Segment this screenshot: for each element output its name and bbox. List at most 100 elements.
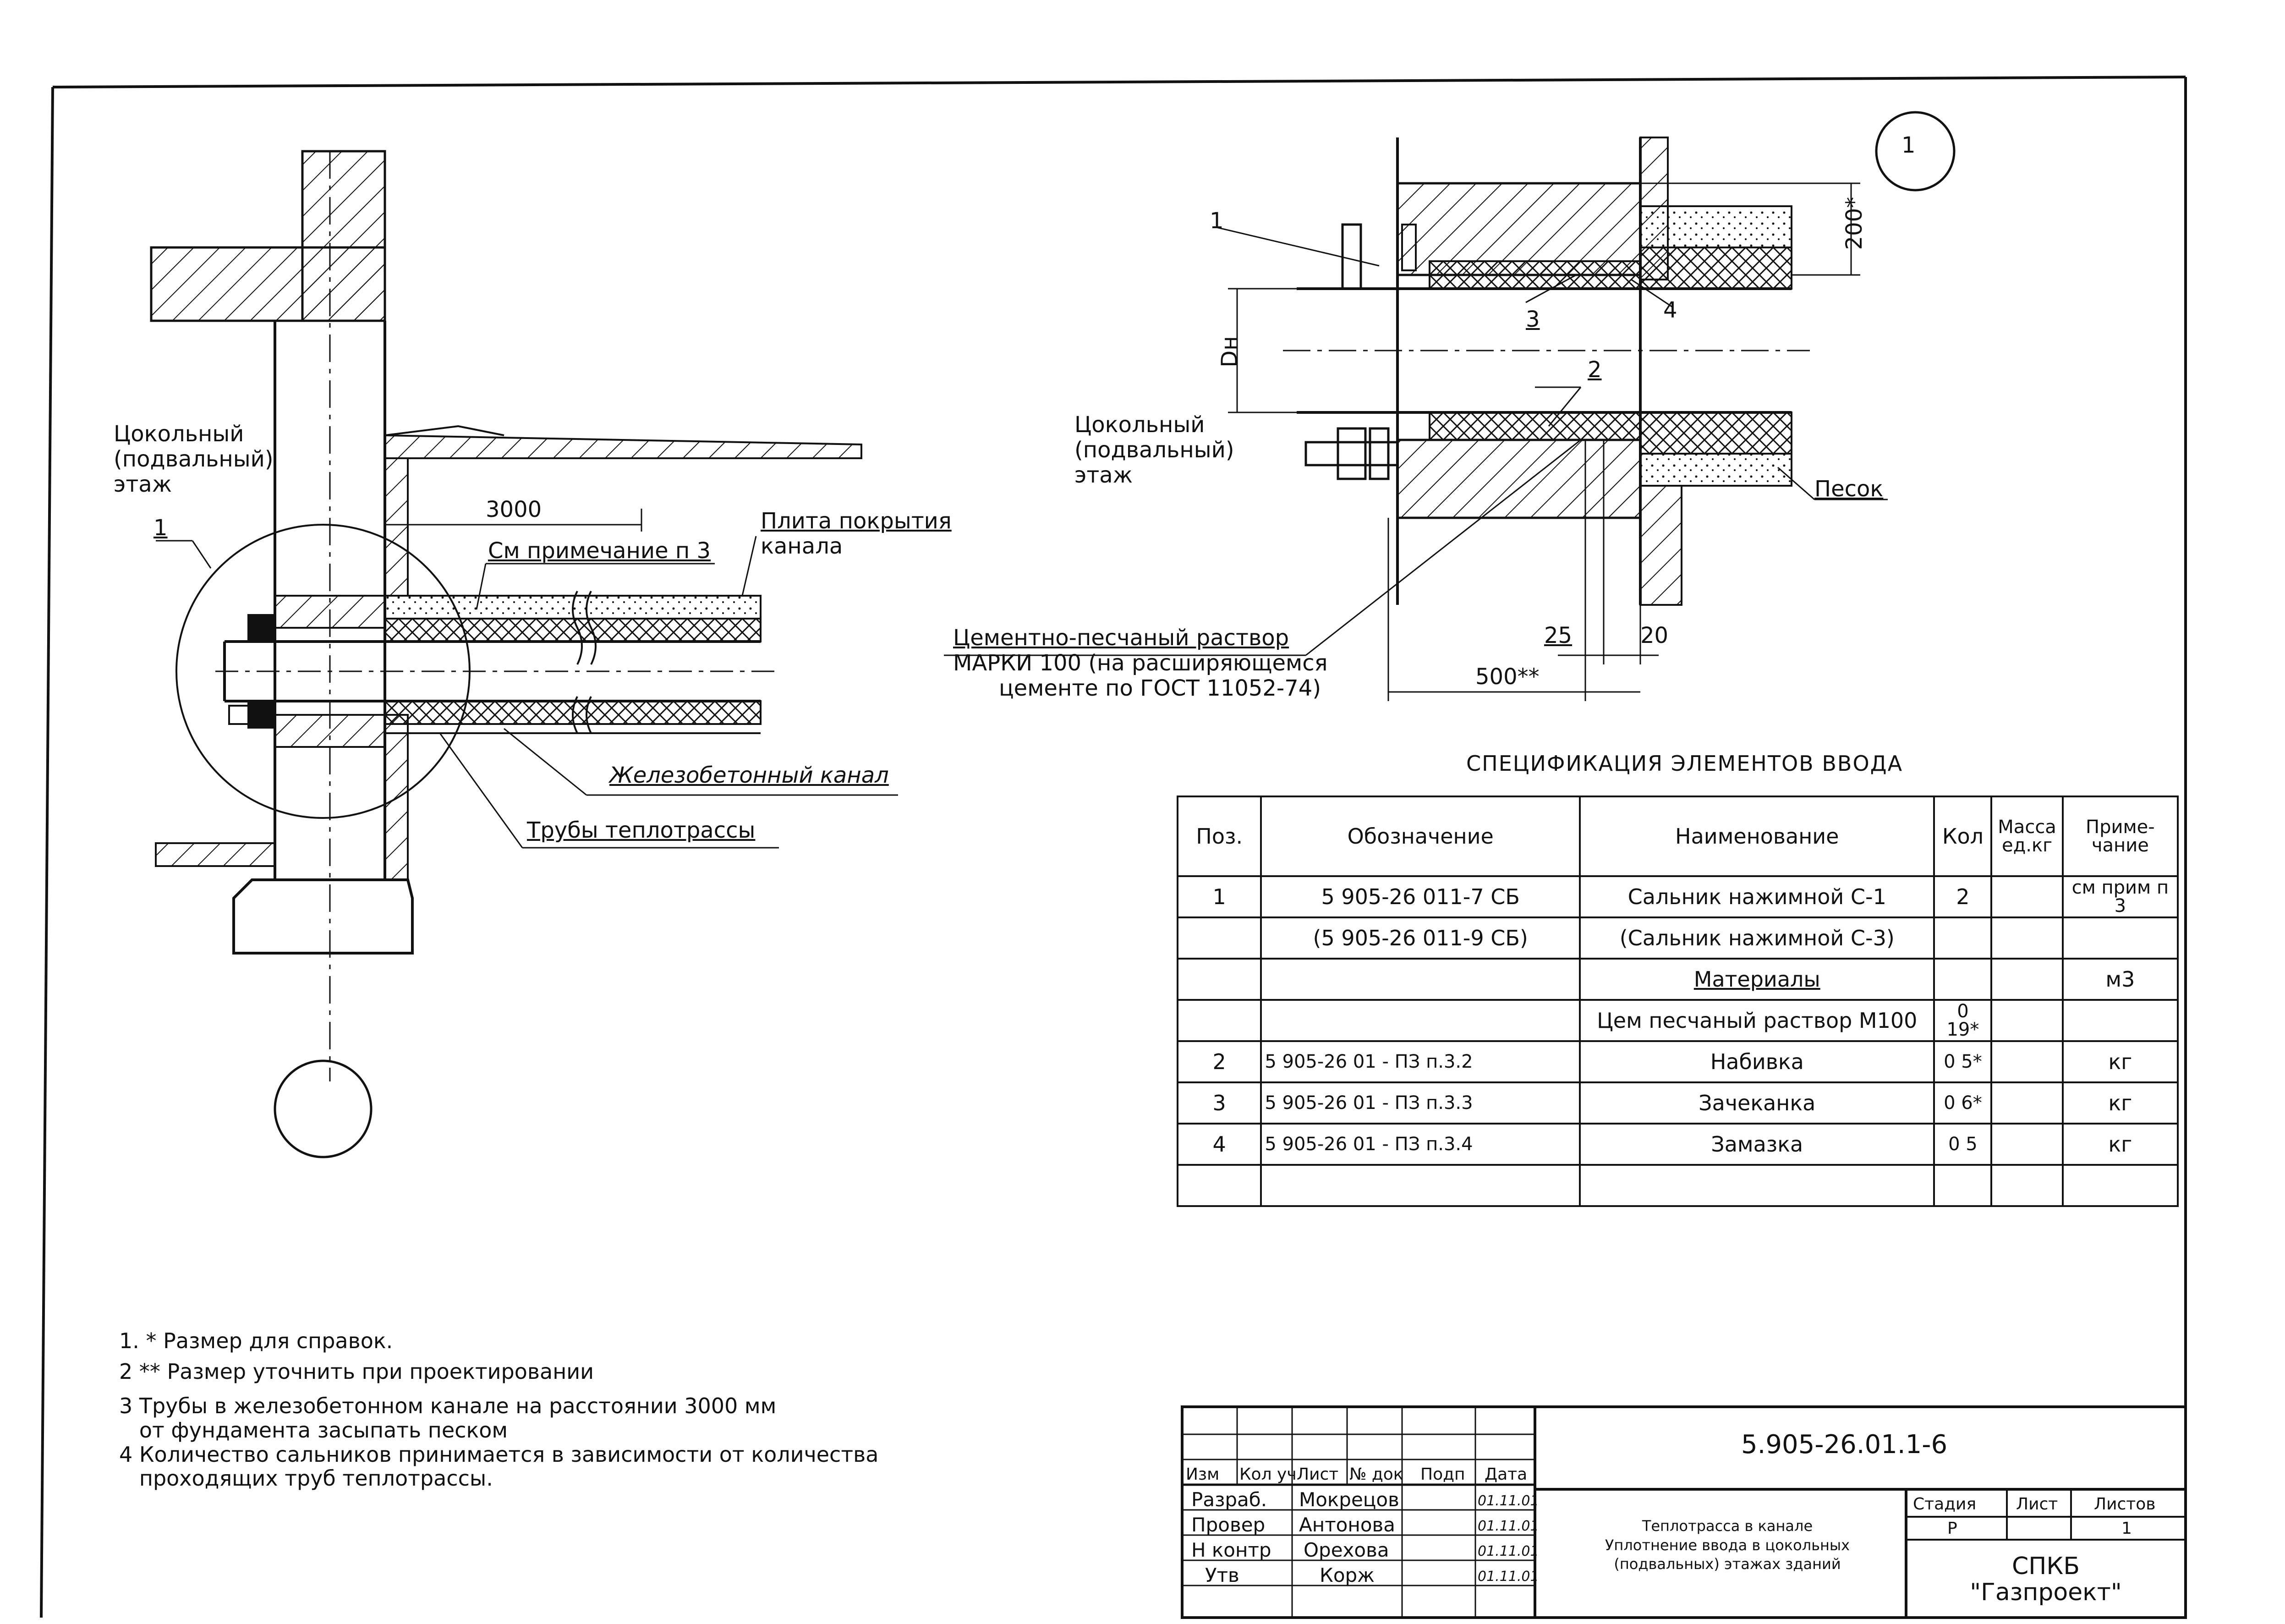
right-pos-1: 1: [1210, 208, 1224, 234]
note-line: 3 Трубы в железобетонном канале на расст…: [119, 1393, 777, 1418]
spec-cell: [1990, 875, 2064, 918]
spec-cell: м3: [2061, 958, 2179, 1001]
spec-cell: [1990, 916, 2064, 960]
spec-row: Цем песчаный раствор М100 0 19*: [1176, 999, 2179, 1042]
note-line: 2 ** Размер уточнить при проектировании: [119, 1359, 594, 1384]
spec-row: 3 5 905-26 01 - ПЗ п.3.3 Зачеканка 0 6* …: [1176, 1081, 2179, 1125]
spec-cell: [2061, 1164, 2179, 1207]
spec-cell: [1933, 1164, 1993, 1207]
stamp-name: Мокрецов: [1299, 1488, 1399, 1511]
spec-cell: Замазка: [1579, 1123, 1935, 1166]
spec-cell: Материалы: [1579, 958, 1935, 1001]
spec-cell: [1990, 1164, 2064, 1207]
stamp-role: Утв: [1205, 1564, 1239, 1586]
right-mortar-label: Цементно-песчаный раствор МАРКИ 100 (на …: [953, 625, 1328, 702]
sheet-frame: [40, 76, 2187, 1618]
stamp-date: 01.11.01: [1478, 1569, 1539, 1585]
stamp-org: СПКБ "Газпроект": [1970, 1553, 2122, 1607]
spec-header-cell: Масса ед.кг: [1990, 796, 2064, 877]
spec-cell: [1260, 999, 1581, 1042]
spec-cell: 5 905-26 01 - ПЗ п.3.4: [1260, 1123, 1581, 1166]
left-pipes-label: Трубы теплотрассы: [527, 817, 756, 843]
left-channel-label: Железобетонный канал: [609, 763, 889, 788]
spec-cell: [1176, 1164, 1262, 1207]
spec-cell: Набивка: [1579, 1040, 1935, 1083]
note-line: 4 Количество сальников принимается в зав…: [119, 1442, 879, 1467]
spec-cell: 5 905-26 01 - ПЗ п.3.3: [1260, 1081, 1581, 1125]
spec-cell: [2061, 999, 2179, 1042]
note-line: от фундамента засыпать песком: [119, 1417, 508, 1443]
left-dim-3000: 3000: [486, 497, 542, 522]
spec-cell: см прим п 3: [2061, 875, 2179, 918]
spec-row: 2 5 905-26 01 - ПЗ п.3.2 Набивка 0 5* кг: [1176, 1040, 2179, 1083]
right-sand-label: Песок: [1814, 476, 1884, 502]
spec-row: [1176, 1164, 2179, 1207]
spec-title: СПЕЦИФИКАЦИЯ ЭЛЕМЕНТОВ ВВОДА: [1466, 751, 1903, 776]
spec-cell: Зачеканка: [1579, 1081, 1935, 1125]
title-block-lines: [1181, 1405, 2187, 1619]
right-dim-200: 200*: [1841, 197, 1868, 250]
spec-cell: кг: [2061, 1040, 2179, 1083]
spec-cell: кг: [2061, 1123, 2179, 1166]
left-floor-label: Цокольный (подвальный) этаж: [114, 421, 274, 498]
spec-header-cell: Приме-чание: [2061, 796, 2179, 877]
stamp-name: Антонова: [1299, 1514, 1395, 1536]
spec-cell: 0 5: [1933, 1123, 1993, 1166]
spec-row: Материалы м3: [1176, 958, 2179, 1001]
spec-cell: 2: [1933, 875, 1993, 918]
spec-header-cell: Наименование: [1579, 796, 1935, 877]
right-dim-20: 20: [1640, 623, 1669, 648]
spec-cell: кг: [2061, 1081, 2179, 1125]
doc-code: 5.905-26.01.1-6: [1741, 1430, 1948, 1459]
spec-cell: [1176, 958, 1262, 1001]
spec-header-cell: Обозначение: [1260, 796, 1581, 877]
spec-cell: [2061, 916, 2179, 960]
stamp-date: 01.11.01: [1478, 1518, 1539, 1534]
right-pos-2: 2: [1588, 357, 1602, 383]
stamp-name: Орехова: [1304, 1539, 1389, 1561]
stamp-role: Н контр: [1191, 1539, 1271, 1561]
spec-cell: (Сальник нажимной С-3): [1579, 916, 1935, 960]
right-dim-500: 500**: [1475, 664, 1540, 690]
left-see-note: См примечание п 3: [488, 538, 711, 564]
stamp-stage-header: Стадия: [1913, 1495, 1977, 1514]
notes-block: 1. * Размер для справок. 2 ** Размер уто…: [119, 1329, 878, 1491]
spec-cell: Сальник нажимной С-1: [1579, 875, 1935, 918]
stamp-role: Провер: [1191, 1514, 1266, 1536]
spec-cell: (5 905-26 011-9 СБ): [1260, 916, 1581, 960]
spec-cell: 2: [1176, 1040, 1262, 1083]
stamp-col-doc: № док: [1349, 1465, 1403, 1484]
spec-row: 4 5 905-26 01 - ПЗ п.3.4 Замазка 0 5 кг: [1176, 1123, 2179, 1166]
spec-cell: 4: [1176, 1123, 1262, 1166]
spec-cell: 5 905-26 01 - ПЗ п.3.2: [1260, 1040, 1581, 1083]
spec-header-cell: Поз.: [1176, 796, 1262, 877]
spec-cell: 0 19*: [1933, 999, 1993, 1042]
right-floor-label: Цокольный (подвальный) этаж: [1074, 412, 1234, 488]
right-dim-25: 25: [1544, 623, 1573, 648]
spec-header-row: Поз. Обозначение Наименование Кол Масса …: [1176, 796, 2179, 877]
marker-number: 1: [1901, 132, 1916, 158]
spec-cell: [1990, 958, 2064, 1001]
spec-cell: [1260, 1164, 1581, 1207]
stamp-col-podp: Подп: [1420, 1465, 1465, 1484]
spec-cell: Цем песчаный раствор М100: [1579, 999, 1935, 1042]
spec-cell: [1990, 1081, 2064, 1125]
spec-row: (5 905-26 011-9 СБ) (Сальник нажимной С-…: [1176, 916, 2179, 960]
spec-cell: [1933, 916, 1993, 960]
spec-cell: 3: [1176, 1081, 1262, 1125]
spec-cell: [1990, 1040, 2064, 1083]
spec-cell: [1176, 999, 1262, 1042]
stamp-col-list: Лист: [1297, 1465, 1339, 1484]
stamp-role: Разраб.: [1191, 1488, 1267, 1511]
left-pos-1: 1: [153, 515, 168, 541]
spec-cell: [1260, 958, 1581, 1001]
right-pos-3: 3: [1526, 307, 1540, 332]
right-detail-view: [944, 111, 1956, 701]
spec-cell: 0 5*: [1933, 1040, 1993, 1083]
right-dn-label: Dн: [1216, 336, 1243, 368]
left-slab-label: Плита покрытия канала: [761, 508, 952, 560]
stamp-sheet-header: Лист: [2016, 1495, 2058, 1514]
note-line: 1. * Размер для справок.: [119, 1328, 393, 1353]
spec-cell: [1579, 1164, 1935, 1207]
spec-row: 1 5 905-26 011-7 СБ Сальник нажимной С-1…: [1176, 875, 2179, 918]
